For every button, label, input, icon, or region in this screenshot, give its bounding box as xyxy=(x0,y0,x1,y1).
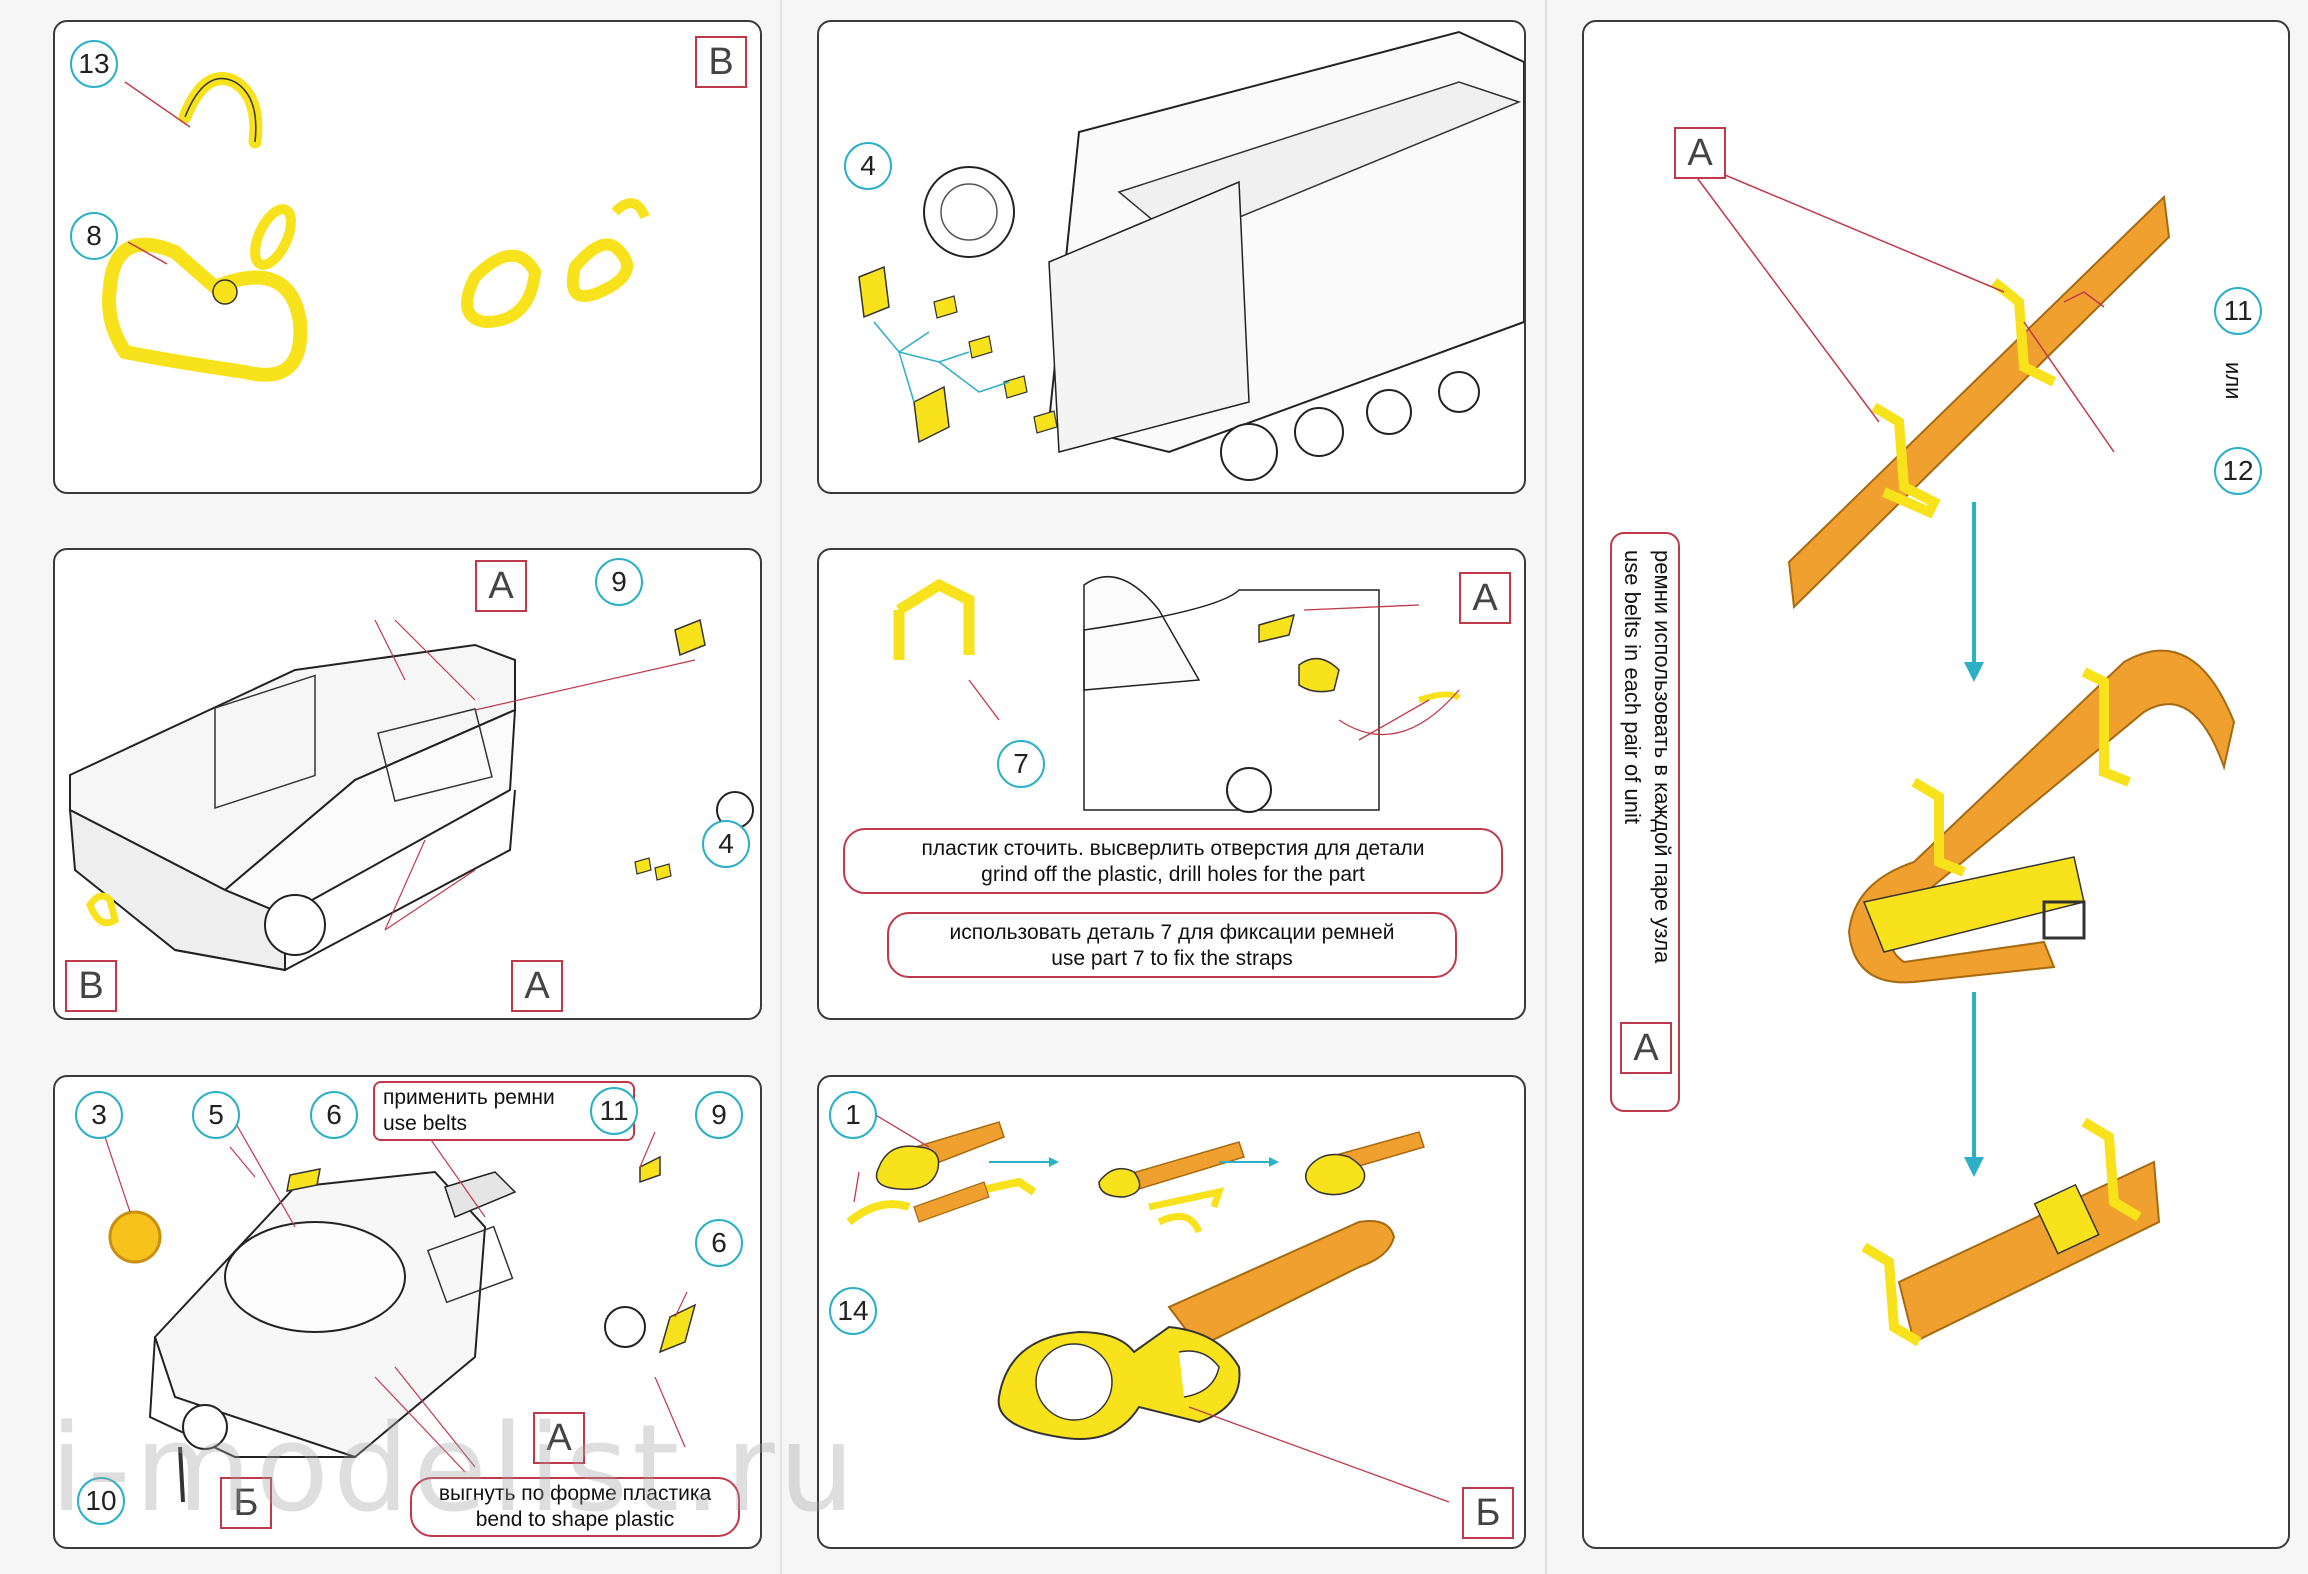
note-bend-en: bend to shape plastic xyxy=(475,1508,675,1531)
note-use-belts-each-pair: ремни использовать в каждой паре узла us… xyxy=(1610,532,1680,1112)
buckle-assembly-drawing xyxy=(846,1101,1450,1503)
callout-4-side: 4 xyxy=(702,820,750,868)
callout-9-top: 9 xyxy=(695,1091,743,1139)
panel-hull-top-view: 3 5 6 применить ремни use belts 11 9 6 1… xyxy=(53,1075,762,1549)
panel-belt-installation: A 11 или 12 ремни использовать в каждой … xyxy=(1582,20,2290,1549)
note-grind-plastic: пластик сточить. высверлить отверстия дл… xyxy=(843,828,1503,894)
label-box-b: B xyxy=(695,36,747,88)
panel-hull-side-view: A 9 4 B A xyxy=(53,548,762,1020)
panel-step-b-towing-hooks: 13 8 B xyxy=(53,20,762,494)
callout-6-top: 6 xyxy=(310,1091,358,1139)
note-grind-ru: пластик сточить. высверлить отверстия дл… xyxy=(921,837,1425,860)
hull-side-drawing xyxy=(68,618,754,972)
callout-5: 5 xyxy=(192,1091,240,1139)
callout-13: 13 xyxy=(70,40,118,88)
note-part7-en: use part 7 to fix the straps xyxy=(1051,947,1293,970)
label-box-a-top: A xyxy=(475,560,527,612)
hull-top-drawing xyxy=(104,1116,697,1503)
label-box-be: Б xyxy=(220,1477,272,1529)
note-each-pair-ru: ремни использовать в каждой паре узла xyxy=(1650,550,1675,964)
watermark: i-modelist.ru xyxy=(50,1400,859,1539)
note-belts-ru: применить ремни xyxy=(383,1086,555,1109)
label-box-a-bottom-right: A xyxy=(1620,1022,1672,1074)
note-bend-shape: выгнуть по форме пластика bend to shape … xyxy=(410,1477,740,1537)
panel-buckle-assembly: 1 14 Б xyxy=(817,1075,1526,1549)
callout-8: 8 xyxy=(70,212,118,260)
label-box-a-top-view: A xyxy=(533,1412,585,1464)
callout-12: 12 xyxy=(2214,447,2262,495)
note-grind-en: grind off the plastic, drill holes for t… xyxy=(981,863,1365,886)
panel-rear-hull-brackets: 4 xyxy=(817,20,1526,494)
callout-14: 14 xyxy=(829,1287,877,1335)
strap-fixing-drawing xyxy=(893,576,1461,813)
panel-strap-fixing: 7 A пластик сточить. высверлить отверсти… xyxy=(817,548,1526,1020)
callout-3: 3 xyxy=(75,1091,123,1139)
note-part7-ru: использовать деталь 7 для фиксации ремне… xyxy=(949,921,1395,944)
note-belts-en: use belts xyxy=(383,1112,468,1135)
note-use-part-7: использовать деталь 7 для фиксации ремне… xyxy=(887,912,1457,978)
rear-hull-drawing xyxy=(858,30,1524,481)
label-box-b-side: B xyxy=(65,960,117,1012)
callout-10: 10 xyxy=(77,1477,125,1525)
callout-6-right: 6 xyxy=(695,1219,743,1267)
label-box-a-top-right: A xyxy=(1674,127,1726,179)
or-label: или xyxy=(2221,362,2246,400)
label-box-be-buckle: Б xyxy=(1462,1487,1514,1539)
callout-11-right: 11 xyxy=(2214,287,2262,335)
label-box-a: A xyxy=(1459,572,1511,624)
callout-1: 1 xyxy=(829,1091,877,1139)
callout-9: 9 xyxy=(595,558,643,606)
belt-installation-drawing xyxy=(1688,161,2236,1347)
callout-7: 7 xyxy=(997,740,1045,788)
label-box-a-bottom: A xyxy=(511,960,563,1012)
callout-4: 4 xyxy=(844,142,892,190)
note-each-pair-en: use belts in each pair of unit xyxy=(1620,550,1645,824)
callout-11: 11 xyxy=(590,1087,638,1135)
towing-hook-drawing xyxy=(102,72,650,382)
note-bend-ru: выгнуть по форме пластика xyxy=(438,1482,712,1505)
